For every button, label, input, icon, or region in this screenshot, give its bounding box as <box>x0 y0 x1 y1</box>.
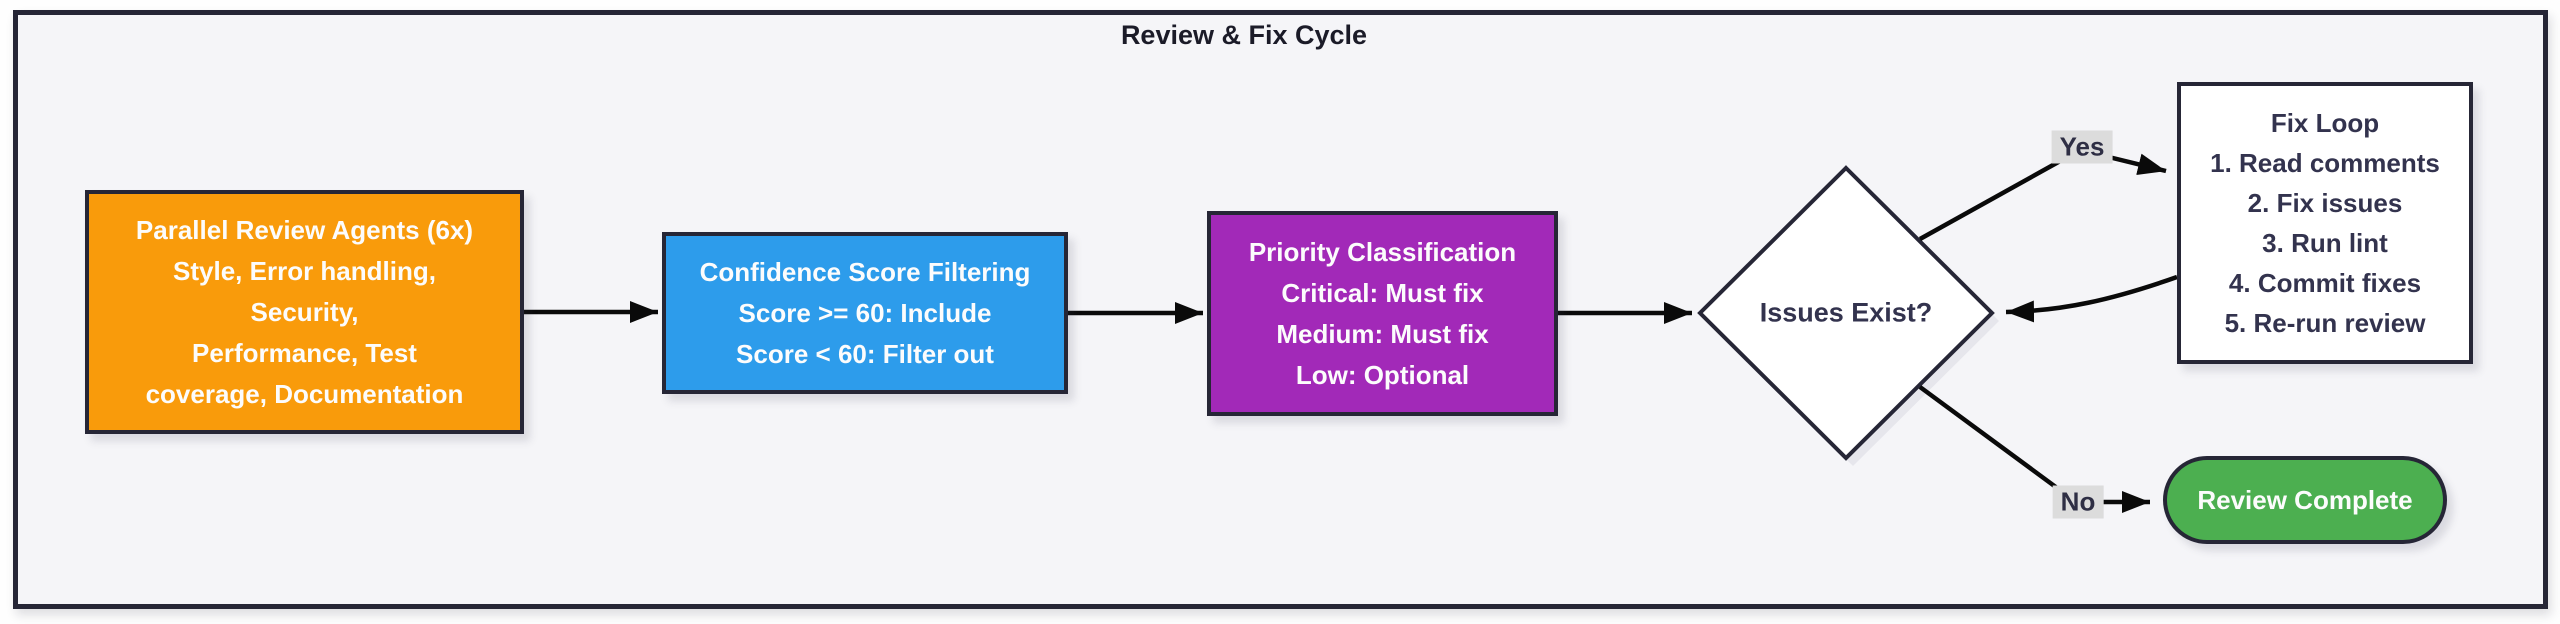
edge-label-no: No <box>2052 485 2104 519</box>
node-fix-loop: Fix Loop 1. Read comments 2. Fix issues … <box>2177 82 2473 364</box>
node-line: 4. Commit fixes <box>2228 268 2422 298</box>
node-line: Review Complete <box>2197 484 2413 515</box>
edge-label-yes: Yes <box>2051 130 2113 164</box>
node-line: Score < 60: Filter out <box>736 338 994 369</box>
node-line: Performance, Test <box>192 337 417 368</box>
node-line: Parallel Review Agents (6x) <box>135 214 474 245</box>
node-confidence-score-filtering: Confidence Score Filtering Score >= 60: … <box>662 232 1068 394</box>
node-line: 2. Fix issues <box>2247 188 2403 218</box>
node-line: 5. Re-run review <box>2224 308 2426 338</box>
node-line: Fix Loop <box>2270 108 2380 138</box>
node-line: Low: Optional <box>1295 359 1470 390</box>
node-line: Style, Error handling, <box>173 255 436 286</box>
node-line: coverage, Documentation <box>145 378 464 409</box>
node-line: Critical: Must fix <box>1281 277 1484 308</box>
node-line: 1. Read comments <box>2210 148 2440 178</box>
node-line: Priority Classification <box>1248 236 1517 267</box>
node-line: Score >= 60: Include <box>738 297 992 328</box>
node-line: Medium: Must fix <box>1276 318 1489 349</box>
node-issues-exist-label: Issues Exist? <box>1759 297 1933 328</box>
node-priority-classification: Priority Classification Critical: Must f… <box>1207 211 1558 416</box>
node-review-complete: Review Complete <box>2163 456 2447 544</box>
node-line: Confidence Score Filtering <box>699 256 1031 287</box>
diagram-title: Review & Fix Cycle <box>1120 20 1368 50</box>
node-line: Security, <box>250 296 359 327</box>
node-line: 3. Run lint <box>2262 228 2388 258</box>
node-parallel-review-agents: Parallel Review Agents (6x) Style, Error… <box>85 190 524 434</box>
